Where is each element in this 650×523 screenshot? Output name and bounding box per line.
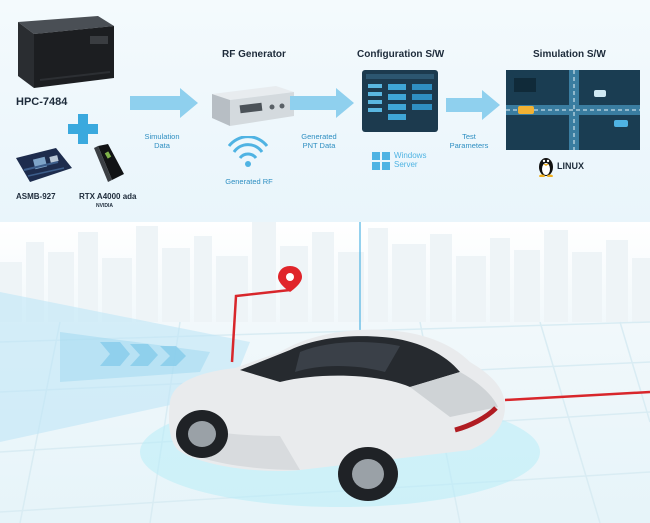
configuration-title: Configuration S/W — [357, 49, 445, 60]
generated-rf-label: Generated RF — [225, 177, 273, 186]
rf-wave-icon — [228, 136, 268, 167]
flow-arrow-3 — [446, 90, 500, 120]
autonomous-vehicle-scene — [0, 222, 650, 523]
flow-arrow-1 — [130, 88, 198, 118]
gpu-vendor-label: NVIDIA — [96, 203, 113, 209]
motherboard-image — [16, 148, 72, 182]
gpu-label: RTX A4000 ada — [79, 192, 137, 201]
windows-logo-icon — [372, 152, 390, 170]
simulation-screen-image — [506, 70, 640, 150]
linux-tux-icon — [539, 158, 553, 177]
configuration-window-image — [362, 70, 438, 132]
car-image — [168, 329, 506, 501]
system-architecture-panel: HPC-7484 ASMB-927 RTX A4000 ada NVIDIA S… — [0, 0, 650, 222]
rf-generator-title: RF Generator — [222, 49, 286, 60]
location-pin-icon — [278, 266, 302, 292]
server-label: HPC-7484 — [16, 96, 68, 108]
plus-icon — [68, 114, 98, 144]
board-label: ASMB-927 — [16, 192, 56, 201]
rf-generator-image — [212, 86, 294, 126]
server-chassis-image — [18, 16, 114, 88]
simulation-title: Simulation S/W — [533, 49, 606, 60]
linux-label: LINUX — [557, 161, 584, 171]
flow-arrow-2 — [290, 88, 354, 118]
gpu-card-image — [94, 144, 124, 182]
city-road-illustration — [0, 222, 650, 523]
